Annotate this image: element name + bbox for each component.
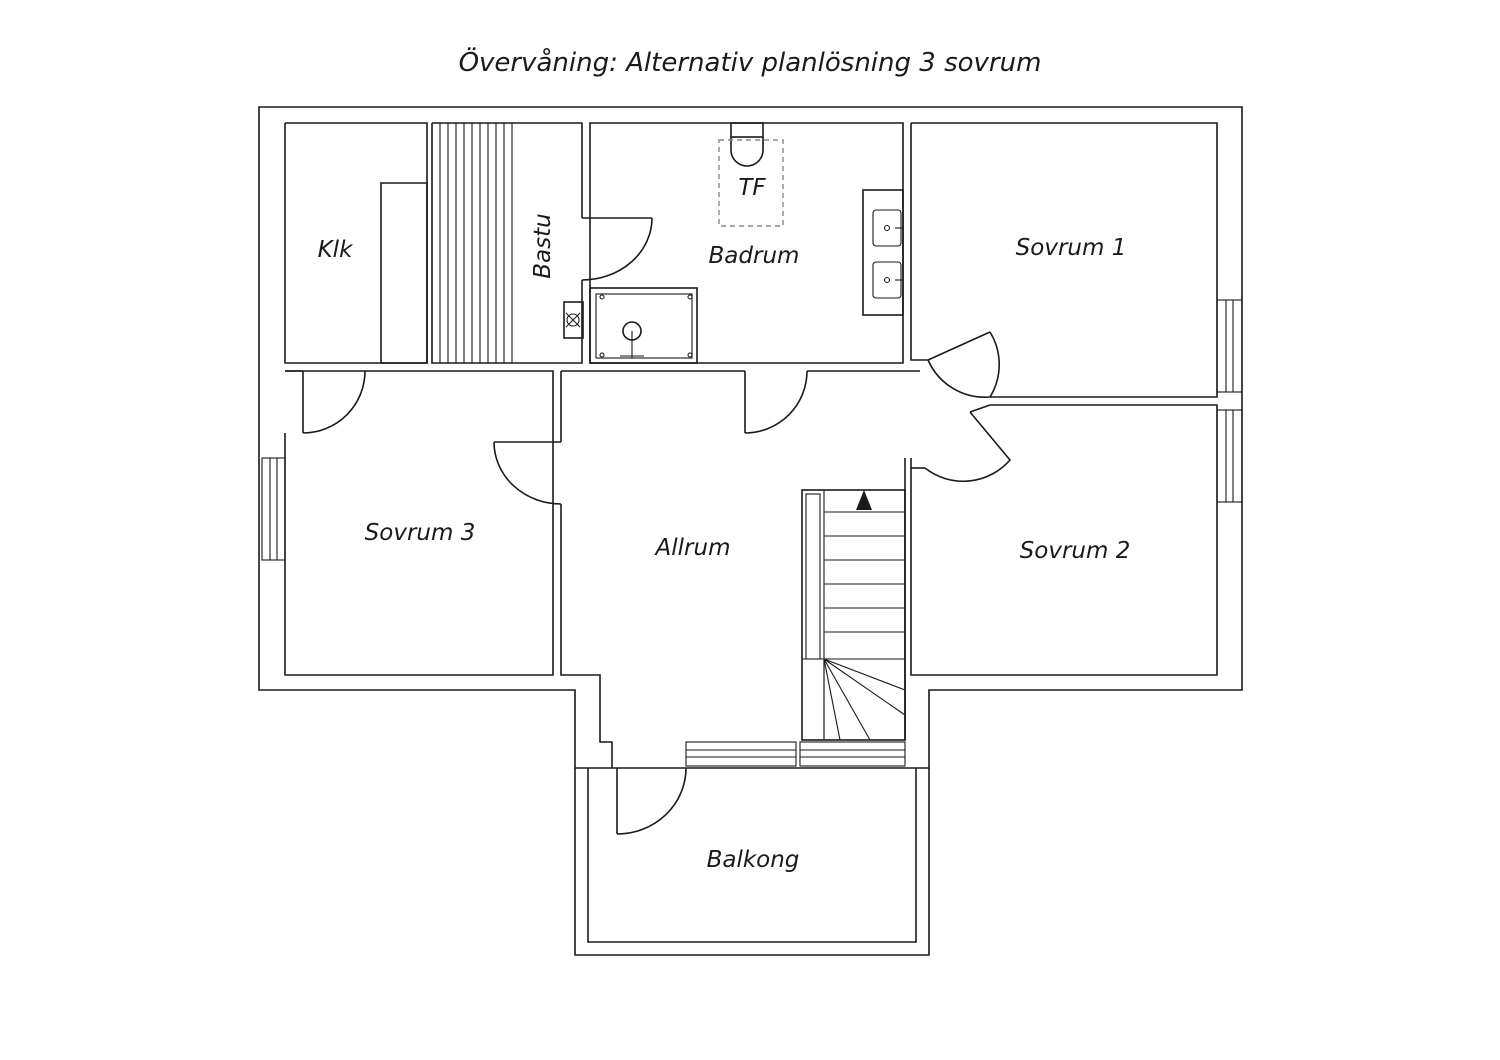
label-sovrum-3: Sovrum 3 xyxy=(365,520,476,546)
window-sovrum-3 xyxy=(261,457,286,561)
sauna-door[interactable] xyxy=(581,217,653,281)
bathroom-badrum xyxy=(589,122,904,364)
balcony-windows xyxy=(685,741,906,767)
sauna-bastu xyxy=(431,122,584,364)
label-sovrum-1: Sovrum 1 xyxy=(1016,235,1127,261)
window-sovrum-1 xyxy=(1216,299,1243,393)
toilet-icon xyxy=(718,122,784,227)
living-allrum xyxy=(493,370,920,768)
plan-title: Övervåning: Alternativ planlösning 3 sov… xyxy=(458,48,1042,78)
shower-icon xyxy=(589,287,698,364)
label-balkong: Balkong xyxy=(707,847,800,873)
bedroom-sovrum-2 xyxy=(910,404,1243,676)
label-allrum: Allrum xyxy=(654,535,731,561)
door-sovrum-1[interactable] xyxy=(927,331,1000,399)
label-tf: TF xyxy=(738,175,766,201)
label-badrum: Badrum xyxy=(709,243,800,269)
bedroom-sovrum-1 xyxy=(910,122,1243,398)
label-klk: Klk xyxy=(318,237,354,263)
double-sink-icon xyxy=(862,189,904,316)
door-sovrum-2[interactable] xyxy=(910,404,1012,482)
closet-klk xyxy=(380,182,428,364)
sauna-heater-icon xyxy=(563,301,584,339)
staircase xyxy=(801,489,906,741)
door-balkong[interactable] xyxy=(616,767,687,835)
door-allrum-left[interactable] xyxy=(493,441,562,505)
bedroom-sovrum-3 xyxy=(261,370,554,676)
window-sovrum-2 xyxy=(1216,409,1243,503)
label-sovrum-2: Sovrum 2 xyxy=(1020,538,1131,564)
label-bastu: Bastu xyxy=(530,213,556,278)
door-badrum[interactable] xyxy=(744,370,808,434)
stair-up-arrow-icon xyxy=(856,490,872,510)
